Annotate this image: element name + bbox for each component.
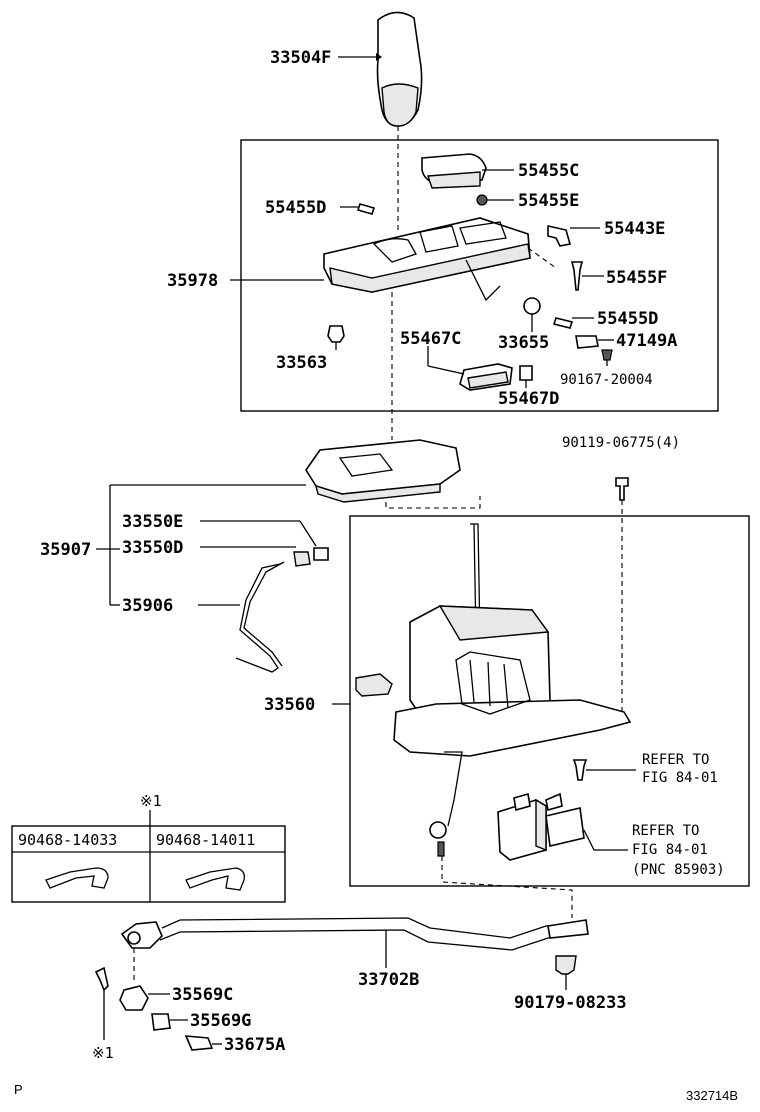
clip-90468-14011-drawing — [185, 867, 245, 891]
table-note-mark: ※1 — [140, 792, 162, 810]
socket-47149A-drawing — [575, 335, 599, 349]
label-33702B: 33702B — [358, 970, 419, 990]
refer1-line2: FIG 84-01 — [642, 770, 718, 786]
bolt-90119-drawing — [615, 477, 629, 501]
spring-55467D-drawing — [519, 365, 533, 381]
pin-55455D-b-drawing — [552, 317, 574, 329]
label-33550D: 33550D — [122, 538, 183, 558]
label-90167: 90167-20004 — [560, 372, 653, 388]
knob-leader-arrow — [376, 53, 382, 61]
label-35569G: 35569G — [190, 1011, 251, 1031]
label-55467D: 55467D — [498, 389, 559, 409]
label-55455D-a: 55455D — [265, 198, 326, 218]
screw-90167-drawing — [601, 349, 613, 361]
lever-33560-drawing — [393, 523, 632, 857]
corner-left-label: P — [14, 1082, 23, 1097]
table-col1: 90468-14033 — [18, 831, 117, 849]
clip-55443E-drawing — [547, 225, 572, 247]
bulb-33550E-drawing — [313, 547, 329, 561]
bottom-note-mark: ※1 — [92, 1044, 114, 1062]
refer2-line1: REFER TO — [632, 823, 699, 839]
label-90119: 90119-06775(4) — [562, 435, 680, 451]
dash-lever-to-rod — [441, 856, 573, 918]
bushing-35569C-drawing — [119, 985, 149, 1011]
label-55467C: 55467C — [400, 329, 461, 349]
leader-55467C-h — [427, 365, 465, 375]
bezel-35907-drawing — [305, 439, 461, 503]
wire-35906-drawing-2 — [243, 561, 285, 667]
label-55455E: 55455E — [518, 191, 579, 211]
leader-refer2 — [583, 829, 628, 851]
nut-55455E-drawing — [476, 194, 488, 206]
computer-module-drawing — [497, 792, 585, 861]
dash-to-55443E — [527, 247, 557, 269]
pin-55455D-a-drawing — [356, 203, 376, 215]
label-35569C: 35569C — [172, 985, 233, 1005]
label-35907: 35907 — [40, 540, 91, 560]
label-35978: 35978 — [167, 271, 218, 291]
clip-90468-14033-drawing — [45, 867, 109, 889]
label-47149A: 47149A — [616, 331, 677, 351]
table-frame — [11, 825, 286, 903]
bolt-33675A-drawing — [184, 1035, 214, 1051]
label-33655: 33655 — [498, 333, 549, 353]
collar-35569G-drawing — [151, 1013, 171, 1031]
table-col2: 90468-14011 — [156, 831, 255, 849]
upper-console-frame — [240, 139, 719, 412]
dash-bezel-to-lever — [385, 496, 481, 509]
refer1-line1: REFER TO — [642, 752, 709, 768]
corner-right-label: 332714B — [686, 1088, 738, 1103]
rod-33702B-drawing — [120, 917, 589, 951]
label-55455F: 55455F — [606, 268, 667, 288]
label-33563: 33563 — [276, 353, 327, 373]
refer2-line2: FIG 84-01 — [632, 842, 708, 858]
label-55455C: 55455C — [518, 161, 579, 181]
shift-lever-frame — [349, 515, 750, 887]
console-35978-drawing — [323, 217, 531, 302]
label-55443E: 55443E — [604, 219, 665, 239]
label-33504F: 33504F — [270, 48, 331, 68]
label-33560: 33560 — [264, 695, 315, 715]
label-90179: 90179-08233 — [514, 993, 627, 1013]
refer2-line3: (PNC 85903) — [632, 862, 725, 878]
clip-note-drawing — [94, 966, 109, 992]
label-55455D-b: 55455D — [597, 309, 658, 329]
label-35906: 35906 — [122, 596, 173, 616]
switch-block-drawing — [355, 673, 393, 697]
plug-33563-drawing — [327, 325, 345, 343]
wire-35906-drawing — [235, 563, 281, 673]
bulb-33655-drawing — [523, 297, 541, 315]
label-33675A: 33675A — [224, 1035, 285, 1055]
label-33550E: 33550E — [122, 512, 183, 532]
socket-33550D-drawing — [293, 551, 311, 567]
shift-knob-drawing — [376, 11, 423, 127]
lever-55467C-drawing — [459, 363, 513, 391]
grommet-90179-drawing — [555, 955, 577, 975]
screw-refer1-drawing — [572, 759, 588, 781]
leader-33550E-d — [299, 520, 317, 547]
cover-55455C-drawing — [421, 153, 487, 189]
screw-55455F-drawing — [570, 261, 584, 291]
